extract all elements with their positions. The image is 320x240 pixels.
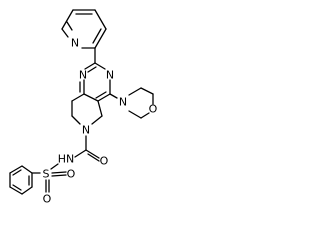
carbonyl-oxygen-label: O bbox=[100, 155, 109, 168]
pyrimidine-ring bbox=[79, 62, 111, 102]
pyridine-nitrogen-label: N bbox=[71, 37, 79, 50]
carboxamide-group bbox=[74, 135, 100, 162]
amide-nh-label: HN bbox=[58, 153, 75, 166]
morpholine-ring bbox=[109, 87, 154, 119]
phenyl-ring bbox=[9, 165, 33, 195]
piperidine-ring bbox=[71, 93, 103, 125]
morpholine-oxygen-label: O bbox=[149, 103, 158, 116]
sulfur-label: S bbox=[43, 168, 50, 181]
piperidine-nitrogen-label: N bbox=[82, 124, 90, 137]
sulfonyl-group bbox=[31, 163, 67, 193]
pyridine-ring bbox=[61, 9, 107, 49]
chemical-structure: N N N N O N O HN S O O bbox=[9, 9, 158, 206]
pyrimidine-nitrogen-left-label: N bbox=[79, 69, 87, 82]
morpholine-nitrogen-label: N bbox=[119, 96, 127, 109]
sulfonyl-oxygen-right-label: O bbox=[67, 168, 76, 181]
sulfonyl-oxygen-bottom-label: O bbox=[43, 193, 52, 206]
pyrimidine-nitrogen-right-label: N bbox=[106, 69, 114, 82]
